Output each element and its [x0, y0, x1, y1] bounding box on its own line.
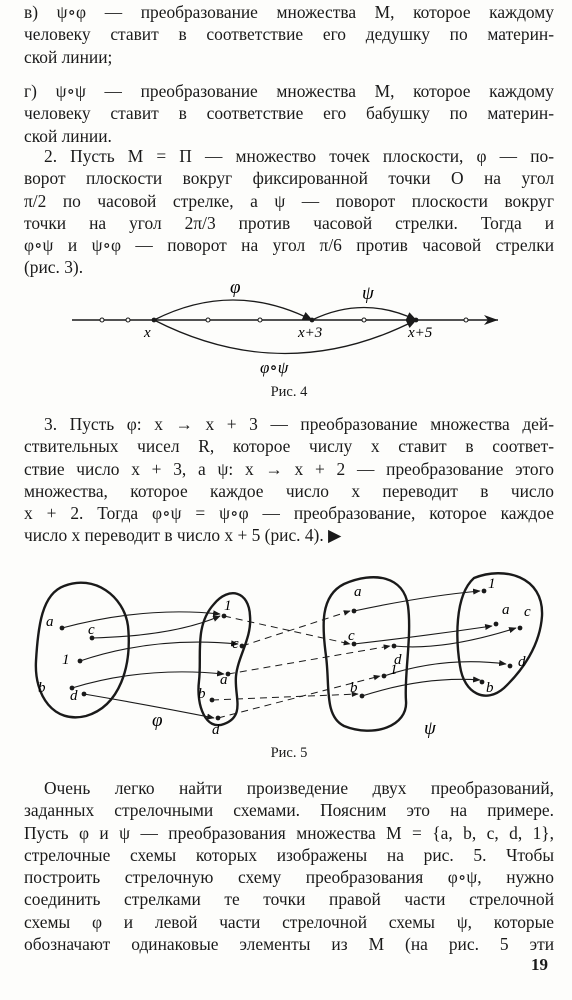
text-line: ствие число x + 3, а ψ: x → x + 2 — прео…: [24, 458, 554, 479]
paragraph-final: Очень легко найти произведение двух прео…: [24, 777, 554, 955]
blob-phi-right: [197, 592, 252, 727]
text-line: схемы φ и левой части стрелочной схемы ψ…: [24, 911, 554, 932]
text-line: точки на угол 2π/3 против часовой стрелк…: [24, 212, 554, 233]
label-c: c: [232, 636, 239, 652]
node: [493, 621, 499, 627]
text-line: 3. Пусть φ: x → x + 3 — преобразование м…: [44, 414, 554, 434]
label-d: d: [518, 654, 526, 670]
label-a: a: [354, 584, 362, 600]
label-one: 1: [390, 662, 398, 678]
label-a: a: [220, 672, 228, 688]
text-line: ской линии;: [24, 46, 113, 67]
figure-4: φ ψ x x+3 x+5 φ∘ψ: [72, 277, 498, 377]
node: [517, 625, 523, 631]
arc-phi-psi: [153, 319, 417, 355]
text-line: φ∘ψ и ψ∘φ — поворот на угол π/6 против ч…: [24, 235, 554, 256]
text-line: человеку ставит в соответствие его дедуш…: [24, 24, 554, 45]
arc-phi: [153, 299, 313, 321]
paragraph-3: 3. Пусть φ: x → x + 3 — преобразование м…: [24, 413, 554, 547]
label-psi: ψ: [424, 718, 437, 739]
text-line: заданных стрелочными схемами. Поясним эт…: [24, 800, 554, 821]
label-b: b: [198, 686, 206, 702]
label-c: c: [348, 628, 355, 644]
blob-psi-right: [456, 572, 544, 697]
text-line: ской линии.: [24, 125, 112, 146]
paragraph-g: г) ψ∘ψ — преобразование множества M, кот…: [24, 80, 554, 147]
text-line: множества, которое каждое число x перево…: [24, 480, 554, 501]
blob-phi-left: [34, 581, 130, 719]
label-one: 1: [62, 652, 70, 668]
figure-4-caption: Рис. 4: [270, 384, 308, 400]
text-line: число x переводит в число x + 5 (рис. 4)…: [24, 525, 342, 546]
text-line: ствительных чисел R, которое числу x ста…: [24, 436, 554, 457]
label-a: a: [502, 602, 510, 618]
label-x: x: [143, 325, 151, 341]
text-line: Пусть φ и ψ — преобразования множества M…: [24, 822, 554, 843]
label-c: c: [88, 622, 95, 638]
label-b: b: [486, 680, 494, 696]
figure-5: a c 1 b d 1 c a b d a c d 1 b 1 a c d b …: [34, 572, 544, 739]
node: [59, 625, 65, 631]
label-phi-psi: φ∘ψ: [260, 358, 289, 377]
node: [481, 588, 487, 594]
text-line: ворот плоскости вокруг фиксированной точ…: [24, 168, 554, 189]
label-one: 1: [224, 598, 232, 614]
label-x5: x+5: [407, 325, 433, 341]
text-line: π/2 по часовой стрелке, а ψ — поворот пл…: [24, 190, 554, 211]
arc-psi: [311, 306, 417, 321]
text-line: 2. Пусть M = П — множество точек плоскос…: [44, 146, 554, 166]
text-line: построить стрелочную схему преобразовани…: [24, 867, 554, 888]
page-number: 19: [531, 955, 548, 974]
node: [81, 691, 87, 697]
text-line: стрелочные схемы которых изображены на р…: [24, 844, 554, 865]
label-d: d: [70, 688, 78, 704]
paragraph-v: в) ψ∘φ — преобразование множества M, кот…: [24, 1, 554, 68]
label-a: a: [46, 614, 54, 630]
label-phi: φ: [152, 710, 163, 731]
blob-psi-left: [322, 576, 411, 732]
text-line: соединить стрелками те точки правой част…: [24, 889, 554, 910]
label-b: b: [350, 680, 358, 696]
number-line-arrow: [484, 315, 498, 325]
node: [507, 663, 513, 669]
label-phi: φ: [230, 277, 241, 298]
label-psi: ψ: [362, 283, 375, 304]
text-line: (рис. 3).: [24, 257, 84, 278]
label-x3: x+3: [297, 325, 322, 341]
label-c: c: [524, 604, 531, 620]
node: [69, 685, 75, 691]
label-one: 1: [488, 576, 496, 592]
node: [479, 679, 485, 685]
text-line: человеку ставит в соответствие его бабуш…: [24, 103, 554, 124]
text-line: в) ψ∘φ — преобразование множества M, кот…: [24, 2, 554, 22]
label-d: d: [394, 652, 402, 668]
text-line: обозначают одинаковые элементы из M (на …: [24, 934, 554, 955]
paragraph-2: 2. Пусть M = П — множество точек плоскос…: [24, 145, 554, 279]
label-b: b: [38, 680, 46, 696]
figure-5-caption: Рис. 5: [270, 745, 308, 761]
text-line: x + 2. Тогда φ∘ψ = ψ∘φ — преобразование,…: [24, 503, 554, 524]
label-d: d: [212, 722, 220, 738]
text-line: Очень легко найти произведение двух прео…: [44, 778, 554, 798]
text-line: г) ψ∘ψ — преобразование множества M, кот…: [24, 81, 554, 101]
number-line-points: [99, 317, 469, 323]
node: [77, 658, 83, 664]
